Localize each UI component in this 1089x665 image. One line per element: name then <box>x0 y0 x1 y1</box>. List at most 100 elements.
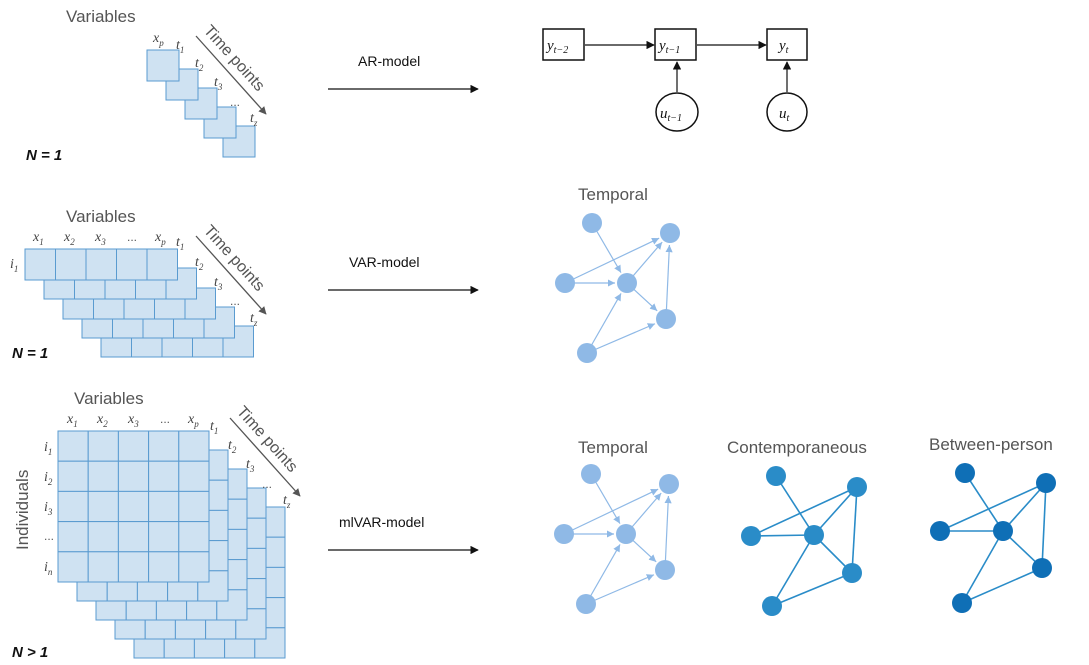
data-cell <box>117 460 150 492</box>
network-edges <box>939 472 1047 604</box>
node-u-t <box>766 92 808 132</box>
network-node <box>655 560 675 580</box>
data-cell <box>57 430 89 462</box>
network-node <box>577 343 597 363</box>
network-edge <box>585 574 655 605</box>
time-dots-label: ... <box>230 294 240 308</box>
network-node <box>847 477 867 497</box>
network-edge <box>1041 482 1047 569</box>
tz-label: tz <box>283 493 291 510</box>
between-person-network <box>930 463 1056 613</box>
time-points-label: Time points <box>200 222 268 294</box>
t1-label: t1 <box>176 38 184 55</box>
x-dots-label: ... <box>160 412 170 426</box>
time-point-layer <box>24 248 178 281</box>
n-label: N = 1 <box>26 147 62 164</box>
network-node <box>660 223 680 243</box>
network-node <box>766 466 786 486</box>
row2-data-panel: Variables x1 x2 x3 ... xp t1 t2 t3 ... t… <box>10 207 268 362</box>
data-cell <box>87 521 119 553</box>
time-points-label: Time points <box>200 22 268 94</box>
ar-model-arrow: AR-model <box>328 53 479 94</box>
data-cell <box>117 430 150 462</box>
n-label: N = 1 <box>12 345 48 362</box>
network-edge <box>771 534 815 607</box>
x3-label: x3 <box>94 230 106 247</box>
network-edge <box>563 488 659 535</box>
variable-time-stack <box>24 248 254 358</box>
data-cell <box>148 430 180 462</box>
t2-label: t2 <box>228 438 237 455</box>
tz-label: tz <box>250 111 258 128</box>
data-cell <box>178 521 210 553</box>
network-node <box>555 273 575 293</box>
t2-label: t2 <box>195 56 204 73</box>
i1-label: i1 <box>44 440 52 457</box>
network-edges <box>563 473 672 605</box>
network-node <box>659 474 679 494</box>
network-node <box>952 593 972 613</box>
data-cell <box>87 460 119 492</box>
data-cell <box>57 460 89 492</box>
between-person-network-title: Between-person <box>929 435 1053 454</box>
network-node <box>993 521 1013 541</box>
data-cell <box>148 521 180 553</box>
temporal-network-mlvar <box>554 464 679 614</box>
x1-label: x1 <box>66 412 78 429</box>
data-cell <box>57 490 89 523</box>
node-y-t <box>766 28 808 61</box>
data-cell <box>85 248 117 281</box>
node-y-t-minus-2-label: yt−2 <box>545 38 568 56</box>
network-node <box>656 309 676 329</box>
data-cell <box>116 248 148 281</box>
data-cell <box>57 551 89 583</box>
node-u-t-label: ut <box>779 106 790 124</box>
t1-label: t1 <box>176 235 184 252</box>
network-nodes <box>930 463 1056 613</box>
data-cell <box>235 608 267 640</box>
ar-model-label: AR-model <box>358 53 420 69</box>
var-model-label: VAR-model <box>349 254 420 270</box>
network-node <box>804 525 824 545</box>
individuals-label: Individuals <box>13 470 32 550</box>
data-cell <box>57 521 89 553</box>
mlvar-model-label: mlVAR-model <box>339 514 424 530</box>
network-edge <box>813 486 858 536</box>
contemporaneous-network <box>741 466 867 616</box>
i2-label: i2 <box>44 470 53 487</box>
xp-label: xp <box>152 31 164 48</box>
network-nodes <box>554 464 679 614</box>
x-dots-label: ... <box>127 230 137 244</box>
data-cell <box>178 460 210 492</box>
data-cell <box>184 287 216 320</box>
variables-label: Variables <box>74 389 144 408</box>
temporal-network-title: Temporal <box>578 185 648 204</box>
mlvar-model-arrow: mlVAR-model <box>328 514 479 555</box>
network-node <box>1032 558 1052 578</box>
t2-label: t2 <box>195 255 204 272</box>
network-edge <box>771 572 853 607</box>
x1-label: x1 <box>32 230 44 247</box>
network-edge <box>585 544 621 605</box>
network-node <box>741 526 761 546</box>
row1-data-panel: Variables xp t1 t2 t3 ... tz Time points… <box>26 7 268 164</box>
var-model-arrow: VAR-model <box>328 254 479 295</box>
i1-label: i1 <box>10 257 18 274</box>
network-node <box>581 464 601 484</box>
network-node <box>1036 473 1056 493</box>
network-edge <box>939 482 1047 532</box>
n-label: N > 1 <box>12 644 48 661</box>
network-nodes <box>555 213 680 363</box>
network-node <box>554 524 574 544</box>
network-edge <box>586 293 622 354</box>
tz-label: tz <box>250 311 258 328</box>
multilevel-stack <box>57 430 286 659</box>
i-dots-label: ... <box>44 529 54 543</box>
node-u-t-minus-1 <box>655 92 699 132</box>
ar-model-diagram: yt−2 yt−1 yt ut−1 ut <box>542 28 808 132</box>
network-node <box>617 273 637 293</box>
time-axis-arrow <box>229 417 301 497</box>
network-edge <box>961 530 1004 604</box>
network-edge <box>1002 482 1047 532</box>
